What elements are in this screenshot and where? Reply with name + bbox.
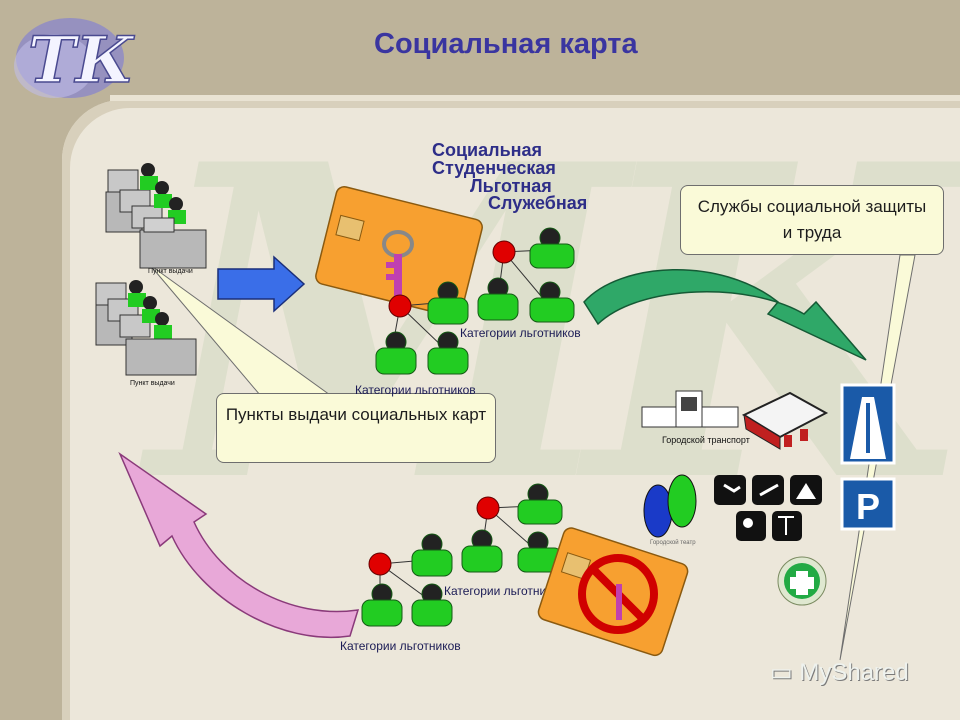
blue-arrow (217, 255, 306, 313)
sport-icons (714, 475, 822, 541)
decorative-bar (110, 95, 960, 101)
gas-station-icon (741, 391, 829, 450)
parking-sign-icon: P (840, 477, 896, 531)
page-title: Социальная карта (374, 28, 638, 60)
pharmacy-icon (777, 556, 827, 606)
card-type-social: Социальная (432, 140, 543, 160)
card-type-student: Студенческая (432, 158, 556, 178)
social-card-blocked (537, 527, 689, 657)
category-label-4: Категории льготников (340, 639, 461, 653)
beneficiary-tree-top (375, 227, 575, 375)
transport-icon (641, 390, 739, 428)
desk-group-bottom (95, 280, 197, 376)
theatre-icon (643, 474, 697, 538)
svg-text:P: P (856, 486, 880, 527)
brand-watermark: ▭ MyShared (770, 659, 909, 686)
desk-group-top (105, 163, 207, 269)
beneficiary-tree-bottom (361, 483, 563, 627)
services-callout: Службы социальной защиты и труда (680, 185, 944, 255)
points-callout: Пункты выдачи социальных карт (216, 393, 496, 463)
pink-arrow (118, 451, 360, 638)
service-icons (641, 390, 829, 606)
highway-sign-icon (840, 383, 896, 465)
road-signs: P (840, 383, 896, 531)
social-card-top (315, 186, 483, 318)
mk-logo: ТК (14, 18, 135, 99)
card-type-benefit: Льготная (470, 176, 552, 196)
desk-label-bottom: Пункт выдачи (130, 380, 175, 387)
desk-label-top: Пункт выдачи (148, 268, 193, 275)
category-label-2: Категории льготников (355, 383, 476, 397)
presentation-icon: ▭ (770, 659, 793, 686)
category-label-3: Категории льготников (444, 584, 565, 598)
card-type-service: Служебная (488, 193, 588, 213)
svg-text:ТК: ТК (28, 23, 135, 98)
issue-points-illustration (95, 163, 207, 376)
category-label-1: Категории льготников (460, 326, 581, 340)
transport-label: Городской транспорт (662, 435, 750, 445)
green-arrow (583, 269, 867, 361)
theatre-label: Городской театр (650, 540, 696, 546)
